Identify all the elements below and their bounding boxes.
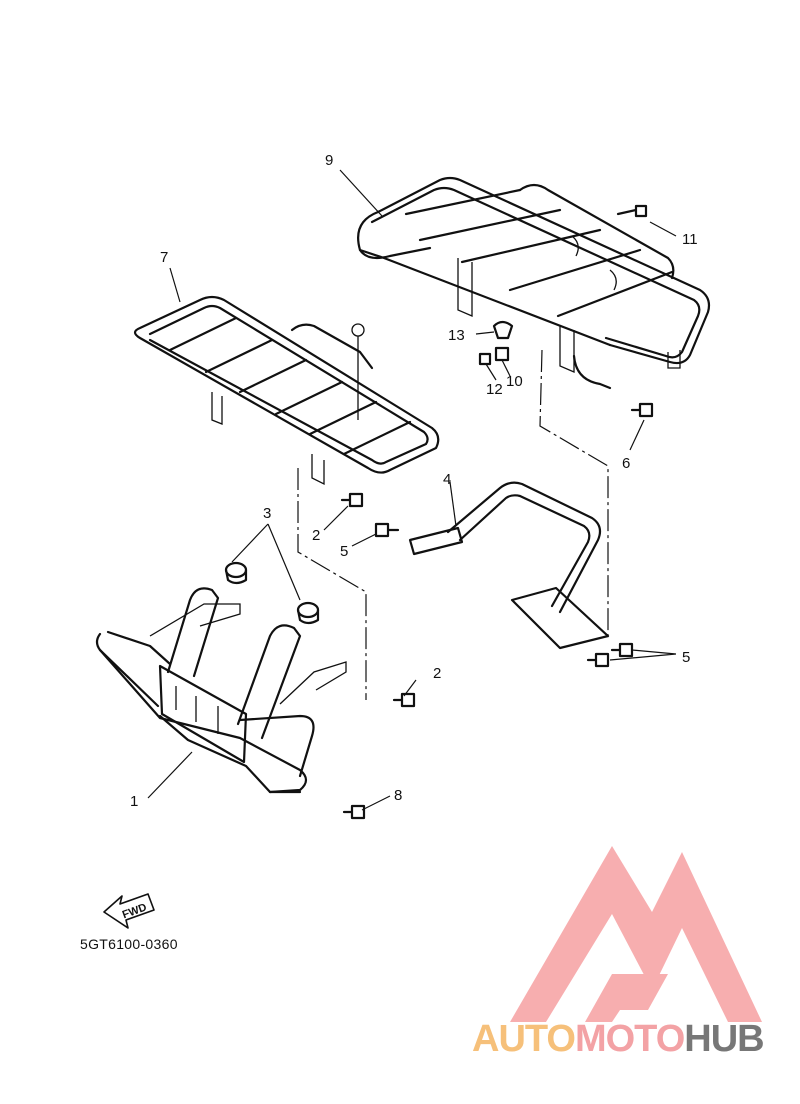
assembly-lines (297, 349, 609, 700)
callout-2-upper: 2 (312, 527, 320, 544)
callout-4: 4 (443, 471, 451, 488)
callout-10: 10 (506, 373, 523, 390)
watermark-text-moto: MOTO (574, 1018, 685, 1060)
watermark-text-hub: HUB (684, 1018, 764, 1060)
callout-5-left: 5 (340, 543, 348, 560)
callout-12: 12 (486, 381, 503, 398)
fwd-label: FWD (121, 901, 149, 921)
watermark-text-auto: AUTO (472, 1018, 576, 1060)
callout-labels: 9 7 11 13 12 10 6 4 2 3 5 2 5 1 8 (130, 152, 698, 810)
part-1-front-guard (95, 587, 347, 794)
callout-5-right: 5 (682, 649, 690, 666)
fasteners (340, 204, 654, 820)
diagram-code: 5GT6100-0360 (80, 936, 178, 952)
callout-8: 8 (394, 787, 402, 804)
callout-13: 13 (448, 327, 465, 344)
part-3-bushings (224, 561, 320, 625)
callout-2-lower: 2 (433, 665, 441, 682)
callout-3: 3 (263, 505, 271, 522)
fwd-arrow-icon: FWD (103, 893, 155, 929)
callout-6: 6 (622, 455, 630, 472)
callout-1: 1 (130, 793, 138, 810)
watermark-text: AUTOMOTOHUB (472, 1018, 765, 1061)
callout-9: 9 (325, 152, 333, 169)
callout-7: 7 (160, 249, 168, 266)
part-7-front-carrier (133, 295, 440, 486)
part-9-rear-carrier (357, 176, 711, 390)
watermark-logo-icon (510, 846, 762, 1022)
part-4-rear-stay (408, 481, 610, 650)
leader-lines (147, 169, 677, 811)
callout-11: 11 (682, 231, 698, 248)
